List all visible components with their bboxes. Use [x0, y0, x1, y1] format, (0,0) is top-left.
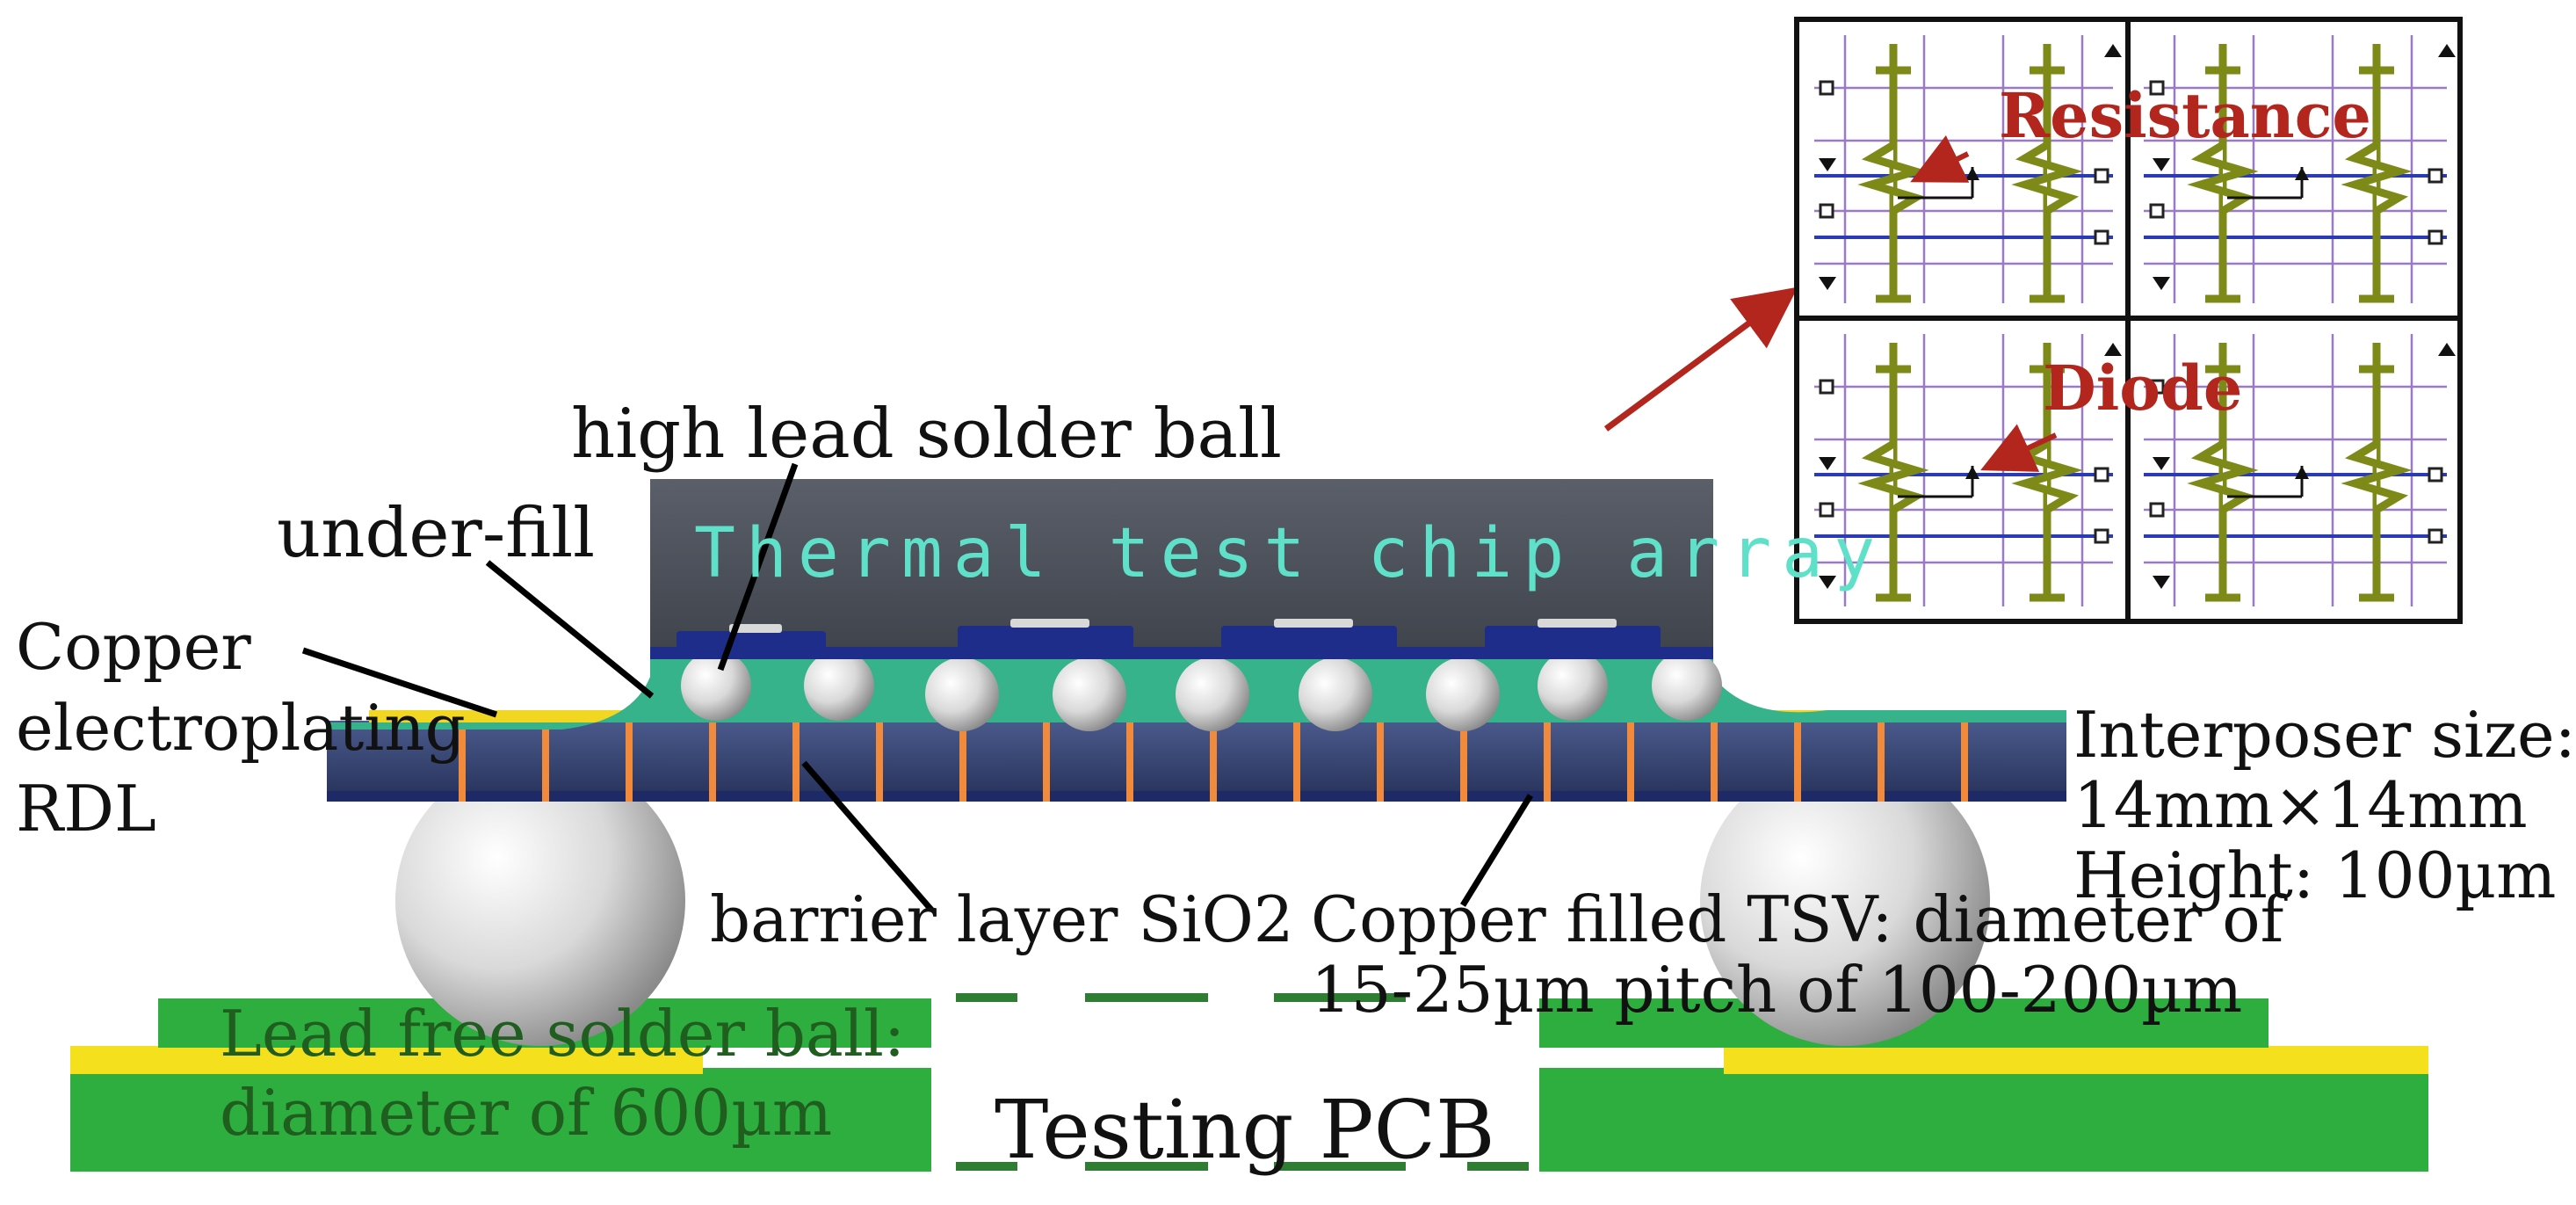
inset-resistor-zigzags: [1857, 142, 2413, 513]
inset-resistor-traces: [1876, 44, 2394, 602]
pcb-dashed-traces: [956, 993, 1529, 1171]
leader-barrier: [801, 760, 934, 912]
chip-bond-pads: [650, 626, 1713, 659]
high-lead-solder-balls: [681, 650, 1722, 731]
thermal-test-chip: [650, 479, 1713, 655]
leader-tsv: [1460, 794, 1533, 907]
label-tsv-line1: Copper filled TSV: diameter of: [1311, 882, 2284, 956]
pcb-right-pad: [1724, 1046, 2428, 1074]
leader-underfill: [485, 560, 655, 699]
label-tsv-line2: 15-25µm pitch of 100-200µm: [1311, 953, 2243, 1027]
interposer-body: [327, 721, 2066, 800]
label-resistance: Resistance: [1999, 79, 2371, 152]
chip-title: Thermal test chip array: [694, 514, 1886, 593]
leader-rdl: [301, 647, 498, 718]
inset-diode-leads: [1898, 167, 2304, 498]
label-copper-rdl-line3: RDL: [16, 772, 156, 846]
testing-pcb: [70, 993, 2428, 1172]
lead-free-solder-ball-right: [1700, 756, 1990, 1046]
interposer-bottom-oxide: [327, 791, 2066, 802]
leader-high-lead: [717, 462, 799, 671]
diode-pointer: [1980, 424, 2058, 472]
pcb-left-pad: [70, 1046, 703, 1074]
inset-pads: [1819, 80, 2443, 544]
label-testing-pcb: Testing PCB: [995, 1083, 1495, 1177]
label-lead-free-line2: diameter of 600µm: [220, 1076, 833, 1150]
pcb-left-base: [70, 1068, 931, 1172]
label-under-fill: under-fill: [277, 494, 596, 573]
label-high-lead-solder-ball: high lead solder ball: [571, 395, 1282, 474]
label-interposer-size-line1: Interposer size:: [2073, 698, 2576, 772]
copper-tsv-array: [459, 722, 1968, 802]
label-copper-rdl-line2: electroplating: [16, 691, 466, 765]
label-lead-free-line1: Lead free solder ball:: [220, 997, 906, 1071]
label-interposer-size-line2: 14mm×14mm: [2073, 768, 2528, 842]
inset-pointer-arrow: [1603, 287, 1798, 432]
label-diode: Diode: [2043, 352, 2243, 425]
circuit-inset: [1794, 17, 2463, 624]
resistance-pointer: [1910, 134, 1970, 183]
inset-diodes: [1819, 44, 2456, 589]
label-barrier-layer: barrier layer SiO2: [710, 882, 1294, 956]
label-interposer-height: Height: 100µm: [2073, 838, 2557, 912]
label-copper-rdl-line1: Copper: [16, 610, 251, 684]
lead-free-solder-ball-left: [395, 756, 685, 1046]
chip-pad-caps: [729, 619, 1617, 633]
pcb-right-base: [1539, 1068, 2428, 1172]
leader-lines: [301, 462, 1533, 912]
